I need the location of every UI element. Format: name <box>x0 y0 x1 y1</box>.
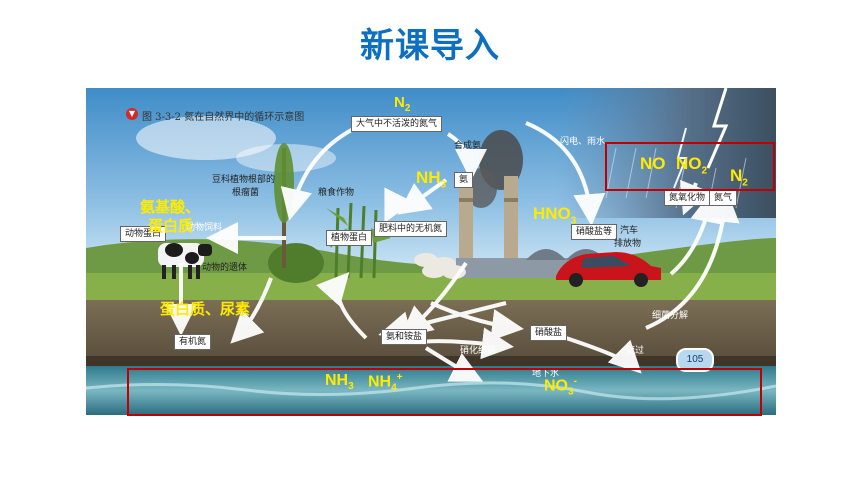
highlight-box-groundwater <box>127 368 762 416</box>
box-nitrate-etc: 硝酸盐等 <box>571 224 618 240</box>
lightning-icon <box>706 88 729 169</box>
box-nitrogen-gas: 氮气 <box>709 190 738 206</box>
label-legume: 豆科植物根部的 <box>212 175 276 185</box>
highlight-box-atmosphere <box>605 142 775 191</box>
box-fertilizer: 肥料中的无机氮 <box>374 221 448 237</box>
box-animal-protein: 动物蛋白 <box>120 226 167 242</box>
annotation-n2-right: N2 <box>730 166 748 189</box>
box-nitrate: 硝酸盐 <box>530 325 568 341</box>
scene-illustration <box>86 88 776 415</box>
annotation-nh3: NH3 <box>416 168 447 191</box>
page-title: 新课导入 <box>360 26 500 66</box>
box-organic-nitrogen: 有机氮 <box>174 334 212 350</box>
label-leaching: 流过 <box>626 346 645 356</box>
box-ammonia: 氨 <box>454 172 474 188</box>
annotation-no: NO <box>640 154 666 173</box>
label-nodule: 根瘤菌 <box>232 188 260 198</box>
chimney-right <box>504 176 518 264</box>
label-groundwater: 地下水 <box>532 369 560 379</box>
box-nitrogen-oxide: 氮氧化物 <box>664 190 711 206</box>
annotation-nh4: NH4+ <box>368 372 403 394</box>
label-remains: 动物的遗体 <box>202 263 248 273</box>
label-nitrification: 硝化细菌 <box>460 346 497 356</box>
caption-marker-icon: ▼ <box>126 108 138 120</box>
annotation-amino-acid: 氨基酸、 <box>140 199 201 216</box>
annotation-no3: NO3- <box>544 376 577 398</box>
annotation-nh3-bottom: NH3 <box>325 372 354 393</box>
label-car-exhaust-2: 排放物 <box>614 239 642 249</box>
annotation-n2-top: N2 <box>394 94 411 114</box>
annotation-no2: NO2 <box>676 154 708 177</box>
box-ammonium: 氨和铵盐 <box>381 329 428 345</box>
label-feed: 动物饲料 <box>186 223 223 233</box>
label-bacteria-decomp: 细菌分解 <box>652 311 689 321</box>
nitrogen-cycle-figure: ▼ 图 3-3-2 氮在自然界中的循环示意图 大气中不活泼的氮气 氨 动物蛋白 … <box>86 88 776 415</box>
car-icon <box>556 252 661 287</box>
annotation-hno3: HNO3 <box>533 204 577 227</box>
annotation-protein-urea: 蛋白质、尿素 <box>160 301 251 318</box>
box-atmosphere: 大气中不活泼的氮气 <box>351 116 443 132</box>
annotation-protein: 蛋白质 <box>148 218 194 235</box>
label-lightning: 闪电、雨水 <box>560 137 606 147</box>
label-car-exhaust-1: 汽车 <box>620 226 639 236</box>
label-synthetic-ammonia: 合成氨 <box>454 141 482 151</box>
box-plant-protein: 植物蛋白 <box>326 230 373 246</box>
figure-caption: 图 3-3-2 氮在自然界中的循环示意图 <box>142 112 305 123</box>
chimney-left <box>459 183 473 263</box>
label-grain: 粮食作物 <box>318 188 355 198</box>
